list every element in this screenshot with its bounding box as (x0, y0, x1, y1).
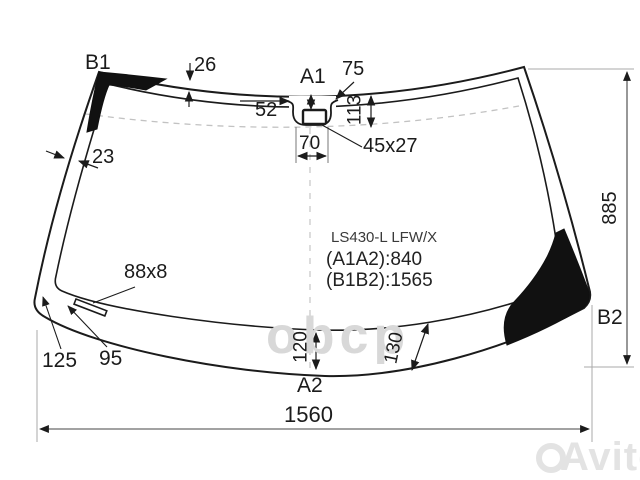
ceramic-patch-bottom-right (503, 228, 590, 346)
part-code: LS430-L LFW/X (331, 229, 438, 246)
dim-95-leader (67, 305, 108, 348)
dim-75-leader (335, 81, 355, 100)
avito-logo-dot (536, 443, 566, 473)
dim-label-23: 23 (92, 146, 115, 168)
dim-23-arrow-left (45, 150, 66, 159)
dim-label-75: 75 (342, 58, 365, 80)
point-label-a1: A1 (300, 65, 326, 88)
dim-label-120: 120 (290, 331, 312, 363)
spec-b1b2: (B1B2):1565 (326, 270, 433, 291)
dim-label-26: 26 (194, 54, 217, 76)
dim-label-88x8: 88x8 (124, 261, 168, 283)
dim-label-70: 70 (299, 133, 321, 154)
glass-inner-edge (54, 77, 562, 332)
dim-88x8-leader (92, 286, 136, 304)
dim-label-1560: 1560 (284, 402, 333, 427)
watermark-center: obcp (266, 307, 411, 365)
dim-label-125: 125 (42, 349, 78, 372)
point-label-a2: A2 (297, 374, 323, 397)
glass-outer-edge (33, 65, 592, 378)
dim-45x27-leader (321, 124, 363, 148)
spec-a1a2: (A1A2):840 (326, 249, 423, 270)
ceramic-patch-top-left (86, 71, 168, 133)
dim-125-leader (42, 296, 62, 350)
sensor-strip (72, 297, 108, 317)
dashed-top-line (85, 105, 520, 128)
dim-label-113: 113 (344, 94, 366, 126)
mirror-pad (301, 108, 328, 126)
dim-label-885: 885 (599, 191, 621, 225)
point-label-b1: B1 (85, 51, 111, 74)
watermark-avito: Avito (560, 435, 640, 479)
point-label-b2: B2 (597, 306, 623, 329)
dim-label-52: 52 (255, 99, 278, 121)
dim-23-arrow-right (77, 160, 99, 169)
dim-130-line (411, 322, 429, 372)
dim-label-45x27: 45x27 (363, 135, 418, 157)
dim-label-95: 95 (99, 347, 123, 370)
